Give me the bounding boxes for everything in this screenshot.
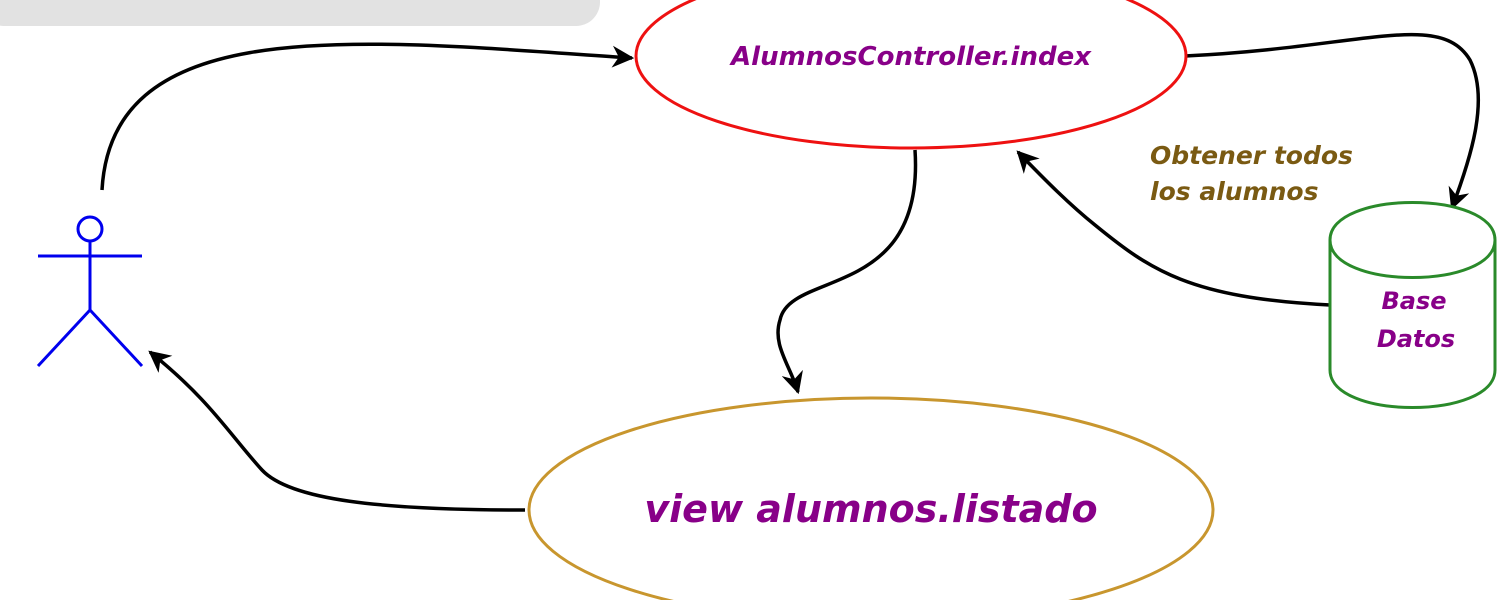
view-node [527, 396, 1215, 600]
top-left-bar [0, 0, 600, 26]
actor-head [76, 215, 104, 243]
arrow-controller-to-view [776, 149, 918, 395]
database-cylinder-icon [1328, 201, 1497, 409]
stick-figure-user-icon [36, 215, 144, 368]
controller-node [634, 0, 1188, 150]
controller-label: AlumnosController.index [729, 42, 1092, 72]
database-label-line2: Datos [1377, 325, 1455, 353]
view-label: view alumnos.listado [644, 487, 1097, 531]
annotation-line1: Obtener todos [1150, 141, 1353, 170]
database-cylinder-top-rim [1328, 239, 1497, 279]
annotation-line2: los alumnos [1150, 177, 1318, 206]
actor-left-leg [36, 308, 92, 368]
database-label-line1: Base [1381, 287, 1446, 315]
arrow-database-to-controller [1016, 150, 1331, 307]
arrow-view-to-user [148, 350, 526, 512]
arrow-user-to-controller [100, 42, 635, 191]
actor-right-leg [88, 308, 144, 368]
arrow-controller-to-database [1184, 32, 1481, 211]
